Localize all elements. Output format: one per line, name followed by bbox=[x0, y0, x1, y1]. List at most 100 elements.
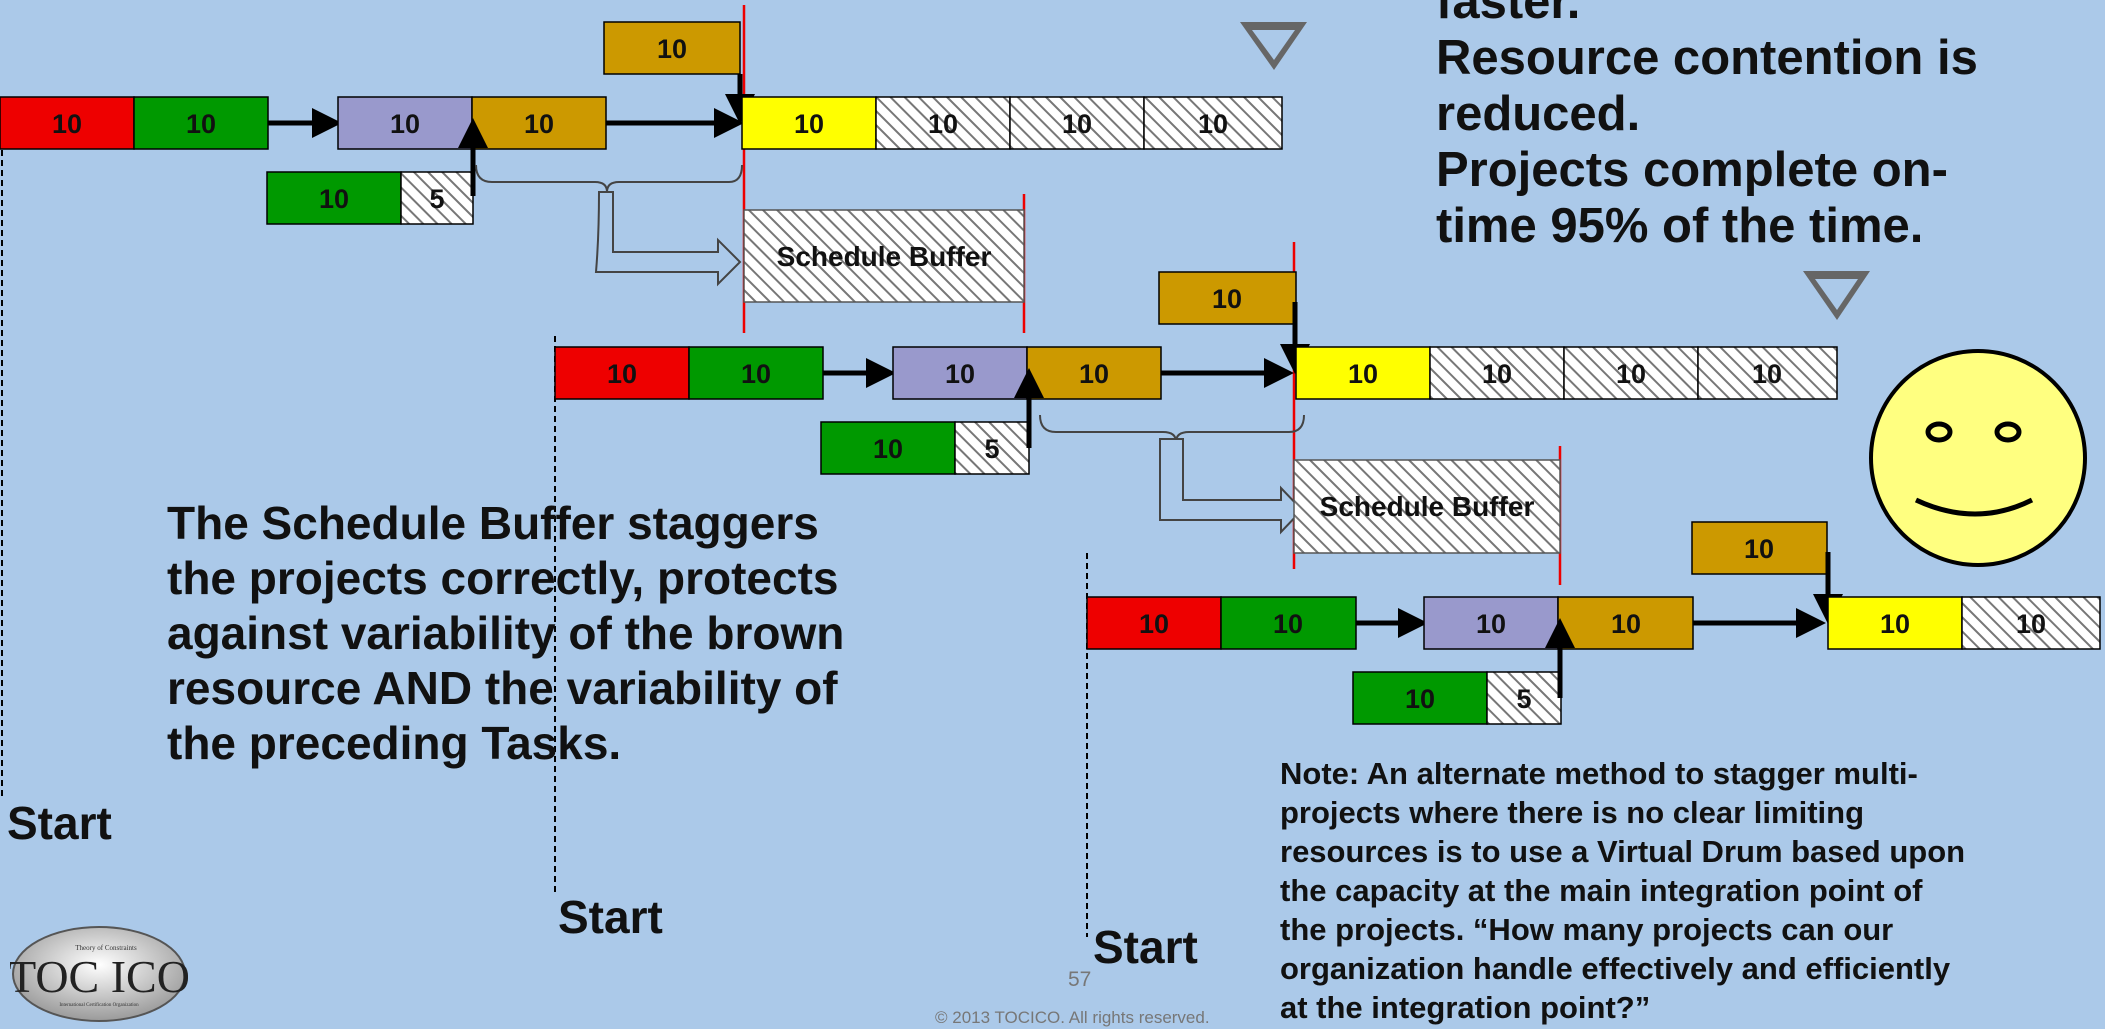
svg-text:10: 10 bbox=[319, 184, 349, 214]
task-hatch-1: 10 bbox=[875, 96, 1011, 150]
svg-text:10: 10 bbox=[945, 359, 975, 389]
task-hatch-3: 10 bbox=[1697, 346, 1838, 400]
svg-text:5: 5 bbox=[1516, 684, 1531, 714]
svg-text:10: 10 bbox=[1079, 359, 1109, 389]
note-line: resources is to use a Virtual Drum based… bbox=[1280, 834, 1966, 869]
svg-text:10: 10 bbox=[1198, 109, 1228, 139]
svg-text:10: 10 bbox=[794, 109, 824, 139]
svg-text:10: 10 bbox=[1611, 609, 1641, 639]
explanation-line: the preceding Tasks. bbox=[167, 717, 622, 769]
svg-text:10: 10 bbox=[186, 109, 216, 139]
task-red: 10 bbox=[1086, 596, 1222, 650]
benefits-text: faster. Resource contention is reduced. … bbox=[1436, 0, 1978, 254]
svg-text:International Certification Or: International Certification Organization bbox=[59, 1003, 139, 1008]
project-2: 10 10 10 10 10 10 5 bbox=[554, 242, 1870, 896]
svg-text:10: 10 bbox=[1476, 609, 1506, 639]
svg-text:10: 10 bbox=[928, 109, 958, 139]
svg-text:10: 10 bbox=[390, 109, 420, 139]
task-green: 10 bbox=[1220, 596, 1357, 650]
benefits-line: Projects complete on- bbox=[1436, 143, 1948, 197]
brace bbox=[475, 164, 743, 193]
benefits-line: Resource contention is bbox=[1436, 31, 1978, 85]
svg-text:TOC ICO: TOC ICO bbox=[10, 951, 188, 1002]
note-line: projects where there is no clear limitin… bbox=[1280, 795, 1865, 830]
start-label-1: Start bbox=[7, 797, 112, 849]
smiley-left-eye bbox=[1925, 421, 1953, 443]
page-number: 57 bbox=[1068, 968, 1092, 991]
svg-text:5: 5 bbox=[429, 184, 444, 214]
smiley-mouth bbox=[1914, 497, 2034, 517]
svg-text:10: 10 bbox=[741, 359, 771, 389]
task-hatch-lower: 5 bbox=[1486, 671, 1562, 725]
start-label-3: Start bbox=[1093, 921, 1198, 973]
svg-text:10: 10 bbox=[1752, 359, 1782, 389]
note-line: Note: An alternate method to stagger mul… bbox=[1280, 756, 1918, 791]
main-explanation: The Schedule Buffer staggers the project… bbox=[167, 496, 844, 771]
schedule-buffer-1: Schedule Buffer bbox=[743, 209, 1025, 303]
task-hatch-lower: 5 bbox=[954, 421, 1030, 475]
task-yellow: 10 bbox=[1827, 596, 1963, 650]
svg-text:10: 10 bbox=[1273, 609, 1303, 639]
task-hatch-2: 10 bbox=[1563, 346, 1699, 400]
task-hatch-lower: 5 bbox=[400, 171, 474, 225]
explanation-line: against variability of the brown bbox=[167, 607, 845, 659]
note-text: Note: An alternate method to stagger mul… bbox=[1280, 754, 2100, 1027]
note-line: organization handle effectively and effi… bbox=[1280, 951, 1951, 986]
svg-text:10: 10 bbox=[657, 34, 687, 64]
copyright: © 2013 TOCICO. All rights reserved. bbox=[935, 1008, 1210, 1027]
task-brown: 10 bbox=[1557, 596, 1694, 650]
note-line: the projects. “How many projects can our bbox=[1280, 912, 1894, 947]
svg-text:10: 10 bbox=[1212, 284, 1242, 314]
triangle-marker-inner bbox=[1252, 30, 1295, 60]
explanation-line: The Schedule Buffer staggers bbox=[167, 497, 819, 549]
project-3: 10 10 10 10 10 10 5 bbox=[1086, 521, 2101, 937]
smiley-head bbox=[1869, 349, 2087, 567]
task-lavender: 10 bbox=[892, 346, 1028, 400]
smiley-right-eye bbox=[1994, 421, 2022, 443]
svg-text:10: 10 bbox=[524, 109, 554, 139]
note-line: at the integration point?” bbox=[1280, 990, 1651, 1025]
task-yellow: 10 bbox=[1295, 346, 1431, 400]
svg-text:Schedule Buffer: Schedule Buffer bbox=[1320, 491, 1535, 522]
svg-text:10: 10 bbox=[607, 359, 637, 389]
svg-text:10: 10 bbox=[52, 109, 82, 139]
svg-text:10: 10 bbox=[873, 434, 903, 464]
tocico-logo: TOC ICO Theory of Constraints Internatio… bbox=[10, 926, 188, 1022]
benefits-line: faster. bbox=[1436, 0, 1581, 29]
svg-text:5: 5 bbox=[984, 434, 999, 464]
svg-text:10: 10 bbox=[1482, 359, 1512, 389]
bent-arrow bbox=[1159, 438, 1304, 535]
task-red: 10 bbox=[554, 346, 690, 400]
task-hatch-1: 10 bbox=[1429, 346, 1565, 400]
svg-text:10: 10 bbox=[1062, 109, 1092, 139]
svg-text:10: 10 bbox=[1348, 359, 1378, 389]
task-green-lower: 10 bbox=[820, 421, 956, 475]
brace bbox=[1039, 414, 1305, 443]
svg-text:10: 10 bbox=[1139, 609, 1169, 639]
task-green-lower: 10 bbox=[266, 171, 402, 225]
task-brown: 10 bbox=[471, 96, 607, 150]
task-brown-top: 10 bbox=[1691, 521, 1828, 575]
svg-text:10: 10 bbox=[1405, 684, 1435, 714]
svg-text:10: 10 bbox=[1744, 534, 1774, 564]
triangle-marker-inner bbox=[1815, 279, 1858, 310]
schedule-buffer-2: Schedule Buffer bbox=[1293, 459, 1561, 554]
svg-text:10: 10 bbox=[1616, 359, 1646, 389]
note-line: the capacity at the main integration poi… bbox=[1280, 873, 1923, 908]
svg-text:10: 10 bbox=[2016, 609, 2046, 639]
task-brown-top: 10 bbox=[1158, 271, 1297, 325]
task-yellow: 10 bbox=[741, 96, 877, 150]
task-brown-top: 10 bbox=[603, 21, 741, 75]
task-hatch-3: 10 bbox=[1143, 96, 1283, 150]
start-label-2: Start bbox=[558, 891, 663, 943]
bent-arrow bbox=[594, 191, 742, 287]
task-green: 10 bbox=[133, 96, 269, 150]
svg-text:Theory of Constraints: Theory of Constraints bbox=[75, 944, 137, 952]
svg-text:10: 10 bbox=[1880, 609, 1910, 639]
task-lavender: 10 bbox=[1423, 596, 1559, 650]
task-green-lower: 10 bbox=[1352, 671, 1488, 725]
smiley-face bbox=[1869, 349, 2087, 567]
task-hatch-1: 10 bbox=[1961, 596, 2101, 650]
benefits-line: reduced. bbox=[1436, 87, 1641, 141]
